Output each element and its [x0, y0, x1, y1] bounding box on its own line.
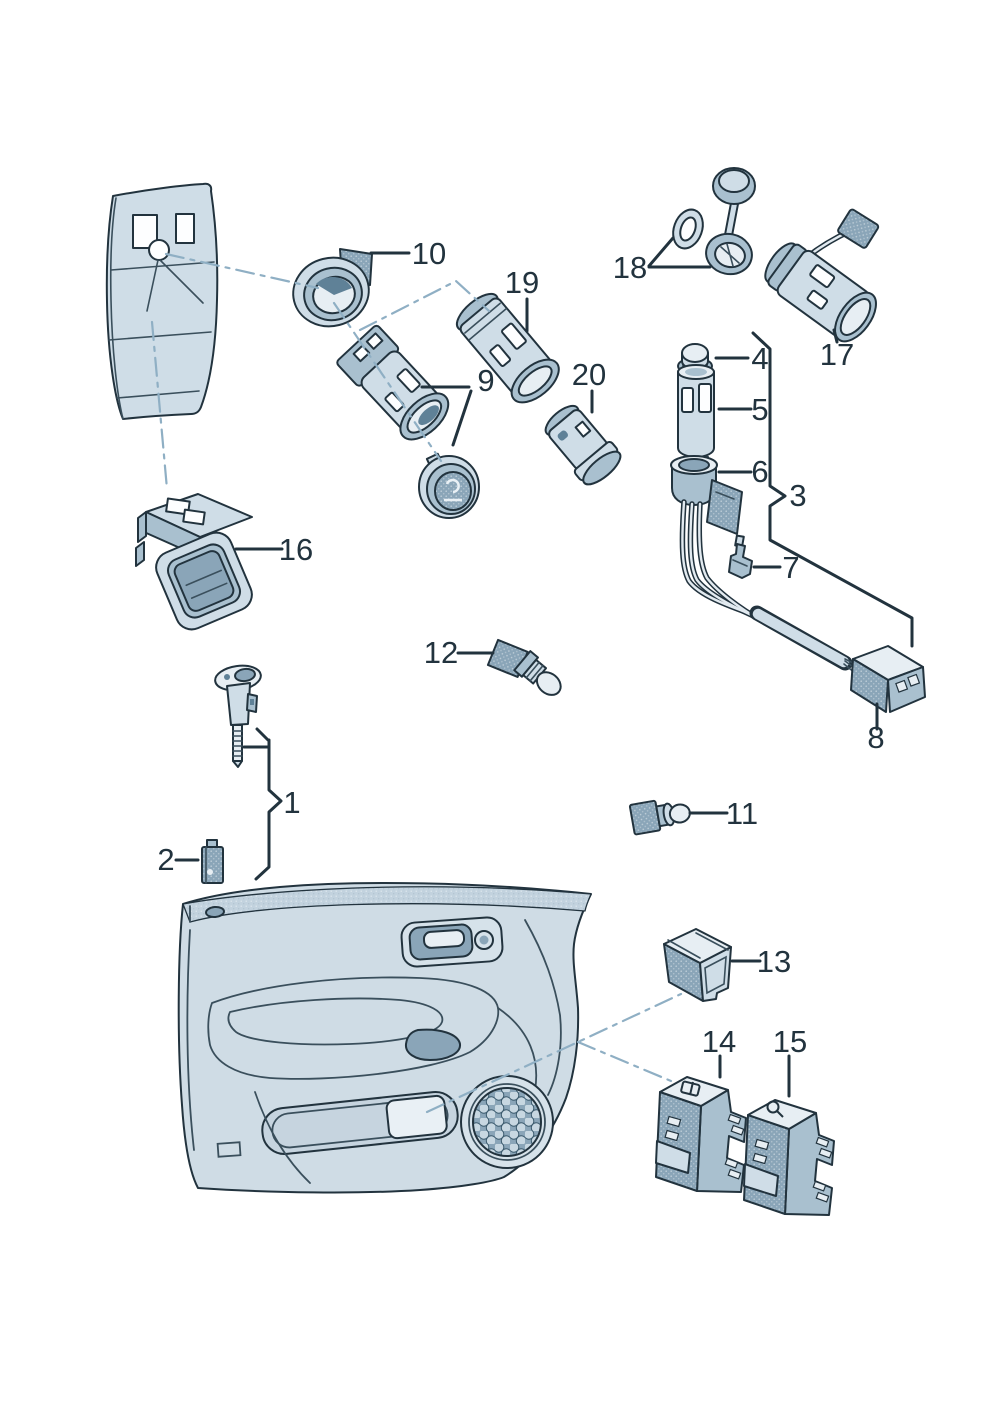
callout-6[interactable]: 6: [751, 454, 768, 489]
speaker-grille: [460, 1075, 554, 1169]
callout-1[interactable]: 1: [283, 785, 300, 820]
callout-20[interactable]: 20: [572, 357, 606, 392]
door-handle: [400, 916, 504, 968]
guide-recess-to-switch14: [576, 1040, 673, 1083]
key-icon: [766, 1100, 784, 1118]
callout-4[interactable]: 4: [751, 341, 768, 376]
guide-to-socket19: [358, 279, 491, 332]
callout-12[interactable]: 12: [424, 635, 458, 670]
part-1-lock-pin[interactable]: [214, 663, 263, 768]
switch-recess: [261, 1091, 459, 1155]
guide-ring-to-cap: [332, 301, 443, 463]
callout-19[interactable]: 19: [505, 265, 539, 300]
part-16-switch[interactable]: [135, 493, 257, 634]
part-20-plug[interactable]: [538, 398, 626, 490]
callout-7[interactable]: 7: [782, 550, 799, 585]
guide-recess-to-module13: [425, 992, 683, 1114]
part-9-socket-housing[interactable]: [335, 324, 457, 448]
guide-bracket-to-switch16: [150, 320, 169, 491]
part-18-cover-cap-set[interactable]: [668, 167, 756, 278]
wiring-harness: [679, 499, 858, 674]
door-hole: [205, 905, 225, 919]
part-7-bulb-socket[interactable]: [728, 534, 753, 579]
part-8-connector[interactable]: [850, 645, 926, 713]
callout-18[interactable]: 18: [613, 250, 647, 285]
callout-2[interactable]: 2: [157, 842, 174, 877]
callout-11[interactable]: 11: [726, 796, 758, 831]
part-11-bulb-holder[interactable]: [628, 795, 692, 836]
callout-3[interactable]: 3: [789, 478, 806, 513]
callout-17[interactable]: 17: [820, 337, 854, 372]
callout-13[interactable]: 13: [757, 944, 791, 979]
callout-10[interactable]: 10: [412, 236, 446, 271]
bracket-line-3: [751, 331, 914, 648]
part-5-lighter-element[interactable]: [677, 364, 715, 477]
callout-9[interactable]: 9: [477, 363, 494, 398]
part-15-window-lock-switch[interactable]: [743, 1099, 835, 1216]
window-icon: [680, 1080, 701, 1097]
callout-5[interactable]: 5: [751, 392, 768, 427]
door-trim-panel: [177, 881, 592, 1194]
part-9-cover-cap[interactable]: [418, 452, 480, 519]
callout-15[interactable]: 15: [773, 1024, 807, 1059]
callout-14[interactable]: 14: [702, 1024, 736, 1059]
part-13-control-module[interactable]: [663, 928, 732, 1002]
guide-bracket-to-ring: [164, 252, 320, 290]
callout-16[interactable]: 16: [279, 532, 313, 567]
part-19-socket[interactable]: [449, 286, 566, 411]
door-armrest: [207, 976, 538, 1091]
part-17-cigarette-lighter[interactable]: [757, 208, 885, 348]
leader-9: [420, 385, 473, 447]
leader-17: [832, 328, 839, 344]
part-6-housing-ring[interactable]: [670, 455, 743, 535]
leader-18: [647, 236, 712, 269]
callout-8[interactable]: 8: [867, 720, 884, 755]
part-10-retaining-ring[interactable]: [286, 248, 376, 334]
part-14-window-switch[interactable]: [655, 1076, 747, 1193]
bracket-line-1: [242, 727, 283, 881]
part-12-bulb[interactable]: [486, 638, 567, 701]
cigarette-icon: [444, 478, 462, 502]
trim-bracket[interactable]: [105, 182, 219, 420]
part-2-microswitch[interactable]: [201, 839, 224, 884]
